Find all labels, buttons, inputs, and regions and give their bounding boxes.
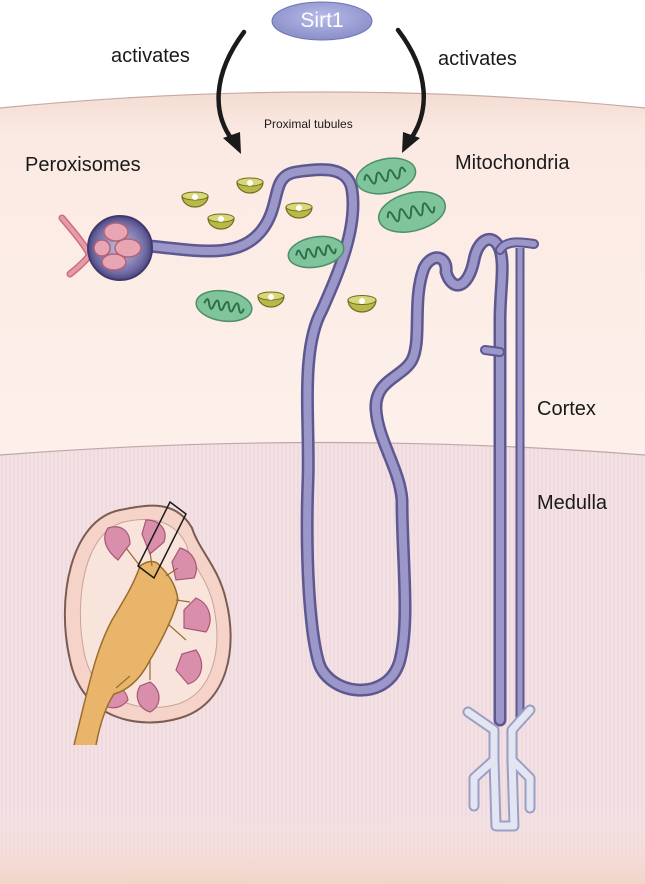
kidney-illustration <box>63 500 232 746</box>
peroxisomes-label: Peroxisomes <box>25 154 141 176</box>
cortex-region <box>0 92 645 455</box>
left-activation-arrow <box>216 29 247 154</box>
mitochondrion <box>355 157 417 195</box>
peroxisome <box>347 295 377 313</box>
sirt1-label: Sirt1 <box>300 9 344 32</box>
kidney-zoom-box <box>137 500 187 580</box>
glomerulus <box>58 214 153 281</box>
peroxisome <box>181 191 209 208</box>
mitochondrion <box>195 289 253 323</box>
activates-left-label: activates <box>111 45 190 67</box>
collecting-duct <box>462 704 536 832</box>
medulla-label: Medulla <box>537 492 608 514</box>
nephron-tubule <box>143 163 539 727</box>
activates-right-label: activates <box>438 48 517 70</box>
peroxisome <box>257 291 285 308</box>
mitochondria-label: Mitochondria <box>455 152 570 174</box>
peroxisome <box>285 202 313 219</box>
cortex-label: Cortex <box>537 398 596 420</box>
peroxisomes-group <box>181 177 377 313</box>
peroxisome <box>207 213 235 230</box>
mitochondrion <box>287 235 345 269</box>
right-activation-arrow <box>395 27 426 153</box>
mitochondria-group <box>195 157 447 323</box>
sirt1-ellipse <box>271 1 373 41</box>
peroxisome <box>236 177 264 194</box>
mitochondrion <box>377 191 447 233</box>
proximal-tubules-label: Proximal tubules <box>264 117 353 131</box>
